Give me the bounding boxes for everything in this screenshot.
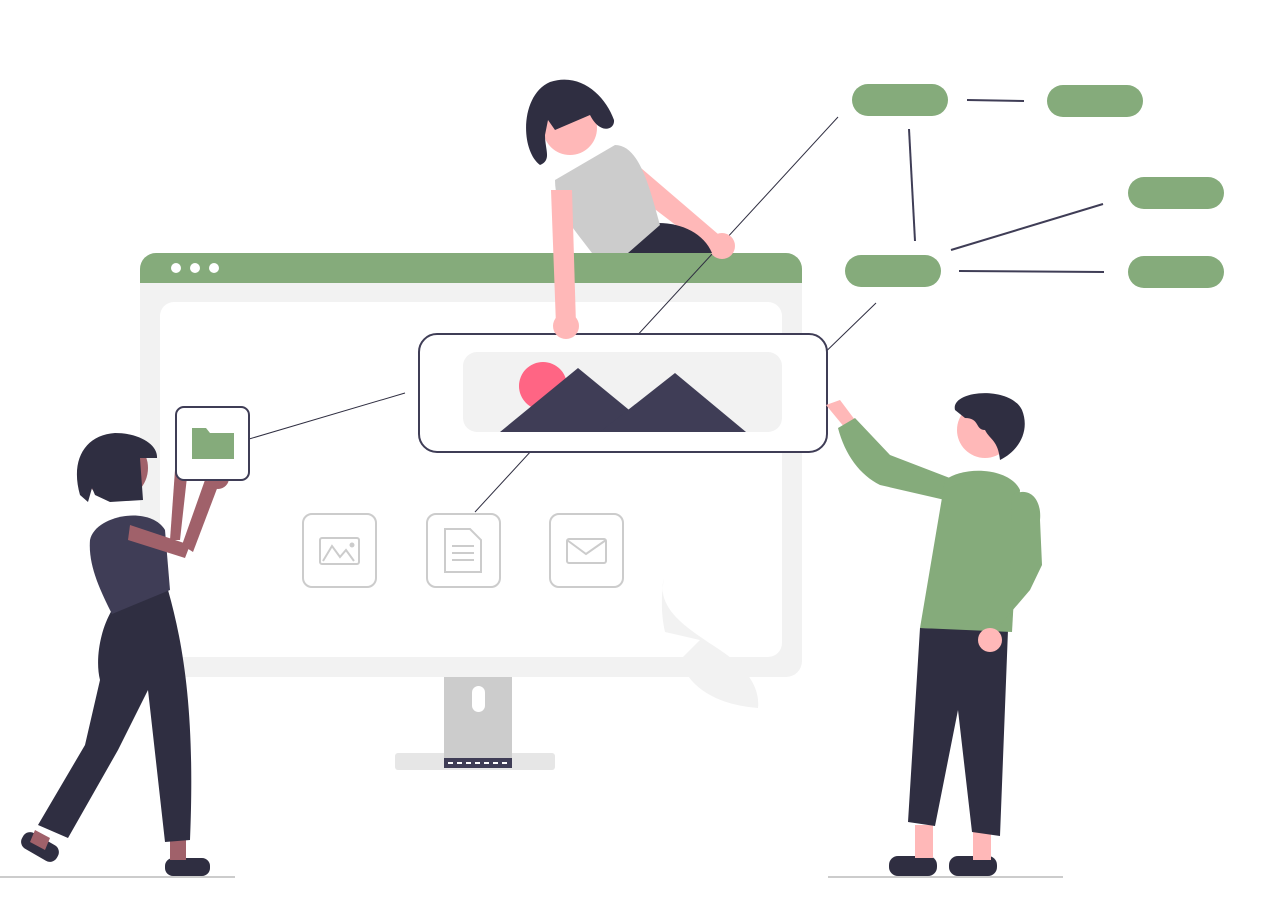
person-top — [526, 79, 735, 339]
person-right — [826, 393, 1042, 876]
stand-slot — [472, 686, 485, 712]
folder-icon — [192, 428, 234, 459]
flow-diagram — [845, 84, 1224, 288]
window-dot — [209, 263, 219, 273]
window-dot — [190, 263, 200, 273]
window-dot — [171, 263, 181, 273]
connector-line — [238, 392, 406, 443]
flow-node — [845, 255, 941, 287]
folder-card[interactable] — [175, 406, 250, 481]
mountain-image-icon — [500, 368, 656, 432]
monitor — [140, 253, 802, 770]
flow-node — [1128, 256, 1224, 288]
base-dashes — [448, 762, 507, 764]
document-icon[interactable] — [426, 513, 501, 588]
flow-node — [1047, 85, 1143, 117]
leaf-decoration — [661, 578, 759, 708]
person-left — [21, 433, 229, 876]
image-card[interactable] — [418, 333, 828, 453]
flow-node — [1128, 177, 1224, 209]
mountain-image-icon — [600, 373, 746, 432]
flow-node — [852, 84, 948, 116]
window-title-bar — [140, 253, 802, 283]
mail-icon[interactable] — [549, 513, 624, 588]
image-icon[interactable] — [302, 513, 377, 588]
